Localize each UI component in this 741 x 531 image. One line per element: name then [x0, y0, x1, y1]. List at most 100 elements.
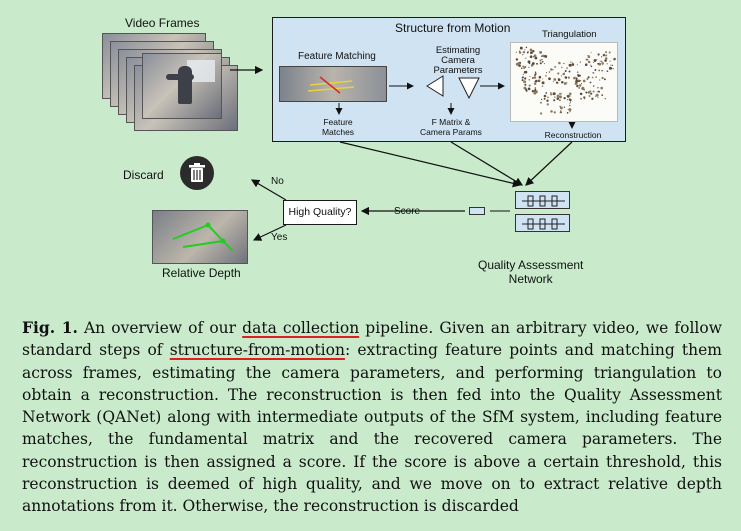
point-cloud-dot: [559, 112, 561, 114]
point-cloud-dot: [566, 67, 568, 69]
point-cloud-dot: [552, 69, 554, 71]
point-cloud-dot: [571, 63, 575, 66]
point-cloud-dot: [533, 76, 537, 79]
point-cloud-dot: [592, 72, 594, 74]
point-cloud-dot: [604, 97, 607, 100]
point-cloud-dot: [534, 56, 538, 60]
point-cloud-dot: [531, 62, 535, 65]
point-cloud-dot: [540, 98, 543, 101]
point-cloud-dot: [538, 79, 540, 82]
point-cloud-dot: [578, 84, 582, 87]
point-cloud-dot: [563, 106, 566, 108]
point-cloud-dot: [574, 82, 578, 85]
point-cloud-dot: [577, 79, 580, 81]
score-output-block: [469, 207, 485, 215]
point-cloud-dot: [561, 66, 563, 69]
underlined-phrase: structure-from-motion: [169, 341, 345, 360]
point-cloud-dot: [601, 76, 604, 80]
point-cloud-dot: [587, 76, 590, 79]
point-cloud-dot: [539, 112, 543, 115]
point-cloud-dot: [593, 61, 595, 63]
caption-text: An overview of our: [77, 319, 243, 337]
point-cloud-dot: [559, 99, 561, 101]
point-cloud-dot: [608, 51, 611, 54]
point-cloud-dot: [520, 67, 523, 69]
point-cloud-dot: [545, 92, 548, 94]
point-cloud-dot: [518, 64, 521, 67]
point-cloud-dot: [576, 84, 579, 88]
point-cloud-dot: [519, 46, 523, 50]
point-cloud-dot: [560, 110, 562, 112]
point-cloud-dot: [597, 53, 600, 56]
point-cloud-dot: [564, 76, 568, 79]
point-cloud-dot: [527, 87, 531, 91]
point-cloud-dot: [581, 83, 583, 85]
point-cloud-dot: [569, 101, 571, 103]
point-cloud-dot: [535, 79, 538, 83]
point-cloud-dot: [560, 111, 562, 114]
point-cloud-dot: [569, 110, 571, 113]
point-cloud-dot: [559, 105, 561, 108]
feature-matching-image: [279, 66, 387, 102]
point-cloud-dot: [560, 75, 562, 77]
point-cloud-dot: [612, 67, 614, 70]
point-cloud-dot: [523, 67, 526, 70]
point-cloud-dot: [530, 51, 533, 55]
point-cloud-dot: [590, 64, 592, 66]
point-cloud-dot: [543, 63, 546, 65]
point-cloud-dot: [577, 74, 580, 77]
point-cloud-dot: [550, 68, 553, 71]
point-cloud-dot: [601, 62, 604, 65]
point-cloud-dot: [568, 63, 572, 67]
point-cloud-dot: [544, 54, 548, 58]
point-cloud-dot: [541, 85, 544, 87]
triangulation-label: Triangulation: [542, 29, 597, 40]
point-cloud-dot: [608, 66, 612, 70]
point-cloud-dot: [590, 65, 593, 68]
point-cloud-dot: [534, 71, 537, 73]
point-cloud-dot: [559, 95, 562, 99]
point-cloud-dot: [598, 90, 600, 93]
point-cloud-dot: [518, 51, 522, 54]
point-cloud-dot: [534, 88, 537, 92]
point-cloud-dot: [595, 76, 597, 78]
point-cloud-dot: [579, 79, 582, 82]
point-cloud-dot: [524, 77, 527, 80]
discard-label: Discard: [123, 168, 164, 182]
point-cloud-dot: [578, 86, 581, 89]
qanet-block: [515, 191, 570, 209]
point-cloud-dot: [555, 81, 559, 84]
point-cloud-dot: [563, 96, 566, 100]
pipeline-diagram: Video Frames Structure from Motion Featu…: [102, 16, 626, 286]
point-cloud-dot: [517, 62, 520, 65]
reconstruction-label: Reconstruction: [544, 130, 602, 140]
no-label: No: [271, 176, 284, 187]
point-cloud-dot: [539, 50, 543, 54]
qanet-block: [515, 214, 570, 232]
point-cloud-dot: [601, 94, 604, 96]
point-cloud-dot: [568, 70, 571, 73]
point-cloud-dot: [536, 62, 538, 65]
point-cloud-dot: [594, 69, 597, 71]
point-cloud-dot: [604, 59, 607, 62]
point-cloud-dot: [533, 82, 537, 85]
point-cloud-dot: [566, 94, 570, 98]
point-cloud-dot: [601, 69, 603, 72]
relative-depth-image: [152, 210, 248, 264]
point-cloud-dot: [539, 59, 542, 62]
point-cloud-dot: [579, 92, 583, 96]
point-cloud-dot: [587, 60, 591, 64]
point-cloud-dot: [550, 92, 552, 94]
point-cloud-dot: [580, 97, 583, 100]
point-cloud-dot: [518, 50, 521, 53]
point-cloud-dot: [540, 101, 542, 104]
point-cloud-dot: [521, 79, 524, 82]
point-cloud-dot: [541, 60, 544, 63]
point-cloud-dot: [539, 62, 542, 65]
point-cloud-dot: [597, 96, 599, 99]
point-cloud-dot: [591, 97, 594, 100]
point-cloud-dot: [584, 63, 588, 66]
